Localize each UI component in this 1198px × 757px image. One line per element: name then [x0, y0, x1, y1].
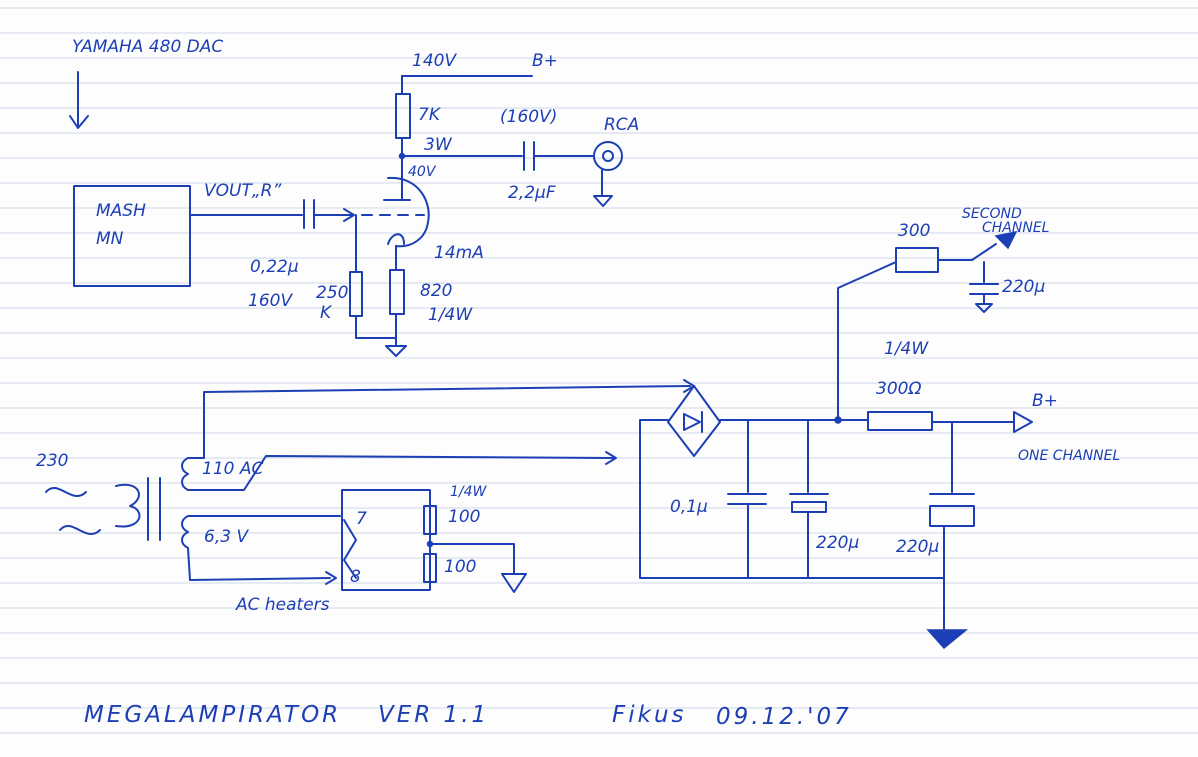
filter-capacitor-1 [789, 493, 829, 513]
grid-resistor-unit: K [320, 303, 333, 323]
hv-winding-label: 110 AC [202, 459, 263, 479]
dac-label-line2: MN [96, 229, 124, 249]
series-resistor [867, 411, 933, 431]
dac-block [73, 185, 191, 287]
psu-output-label: ONE CHANNEL [1018, 448, 1120, 464]
second-channel-label-line1: SECOND [962, 206, 1022, 222]
heater-filament [343, 519, 357, 579]
drawing-date: 09.12.'07 [716, 704, 852, 730]
plate-voltage: 40V [408, 164, 437, 180]
plate-resistor [395, 93, 411, 139]
cathode-resistor-value: 820 [420, 281, 452, 301]
second-channel-resistor [895, 247, 939, 273]
second-channel-capacitor [969, 283, 999, 295]
balance-resistor-2-value: 100 [444, 557, 476, 577]
author-name: Fikus [612, 702, 687, 728]
balance-resistor-1-value: 100 [448, 507, 480, 527]
cathode-resistor-power: 1/4W [428, 305, 473, 325]
grid-resistor [349, 271, 363, 317]
heater-pin-7: 7 [356, 509, 367, 529]
source-label: YAMAHA 480 DAC [72, 37, 223, 57]
output-cap-rating: (160V) [500, 107, 557, 127]
bridge-rectifier [667, 385, 721, 457]
b-plus-output-arrow [1013, 411, 1033, 433]
output-cap-value: 2,2µF [508, 183, 556, 203]
tube-ground [385, 345, 407, 357]
second-channel-cap-value: 220µ [1002, 277, 1045, 297]
plate-resistor-power: 3W [424, 135, 453, 155]
b-plus-voltage: 140V [412, 51, 457, 71]
psu-b-plus-label: B+ [1032, 391, 1058, 411]
input-coupling-capacitor [303, 199, 315, 229]
filter-cap-small-value: 0,1µ [670, 497, 708, 517]
input-cap-value: 0,22µ [250, 257, 299, 277]
transformer [115, 457, 189, 549]
b-plus-label: B+ [532, 51, 558, 71]
cathode-resistor [389, 269, 405, 315]
second-channel-resistor-value: 300 [898, 221, 930, 241]
cathode-current: 14mA [434, 243, 484, 263]
psu-ground [926, 629, 969, 650]
input-cap-rating: 160V [248, 291, 293, 311]
output-coupling-capacitor [523, 141, 535, 171]
rca-jack [593, 141, 623, 207]
series-resistor-value: 300Ω [876, 379, 921, 399]
series-resistor-power: 1/4W [884, 339, 929, 359]
dac-label-line1: MASH [96, 201, 146, 221]
second-channel-label-line2: CHANNEL [982, 220, 1049, 236]
filter-capacitor-small [727, 493, 767, 505]
mains-voltage: 230 [36, 451, 68, 471]
filter-cap-1-value: 220µ [816, 533, 859, 553]
triode-tube [361, 176, 430, 248]
mains-symbol [45, 486, 101, 536]
plate-resistor-value: 7K [418, 105, 442, 125]
heater-ground [501, 573, 527, 593]
filter-capacitor-2 [929, 493, 975, 527]
heater-note: AC heaters [235, 595, 330, 615]
source-arrow [69, 71, 89, 129]
balance-resistor-power: 1/4W [450, 484, 488, 500]
project-title: MEGALAMPIRATOR [84, 702, 341, 728]
filter-cap-2-value: 220µ [896, 537, 939, 557]
project-version: VER 1.1 [378, 702, 489, 728]
vout-label: VOUT„R” [204, 181, 281, 201]
grid-resistor-value: 250 [316, 283, 348, 303]
heater-winding-label: 6,3 V [204, 527, 249, 547]
second-channel-arrow [994, 230, 1018, 250]
rca-label: RCA [604, 115, 639, 135]
